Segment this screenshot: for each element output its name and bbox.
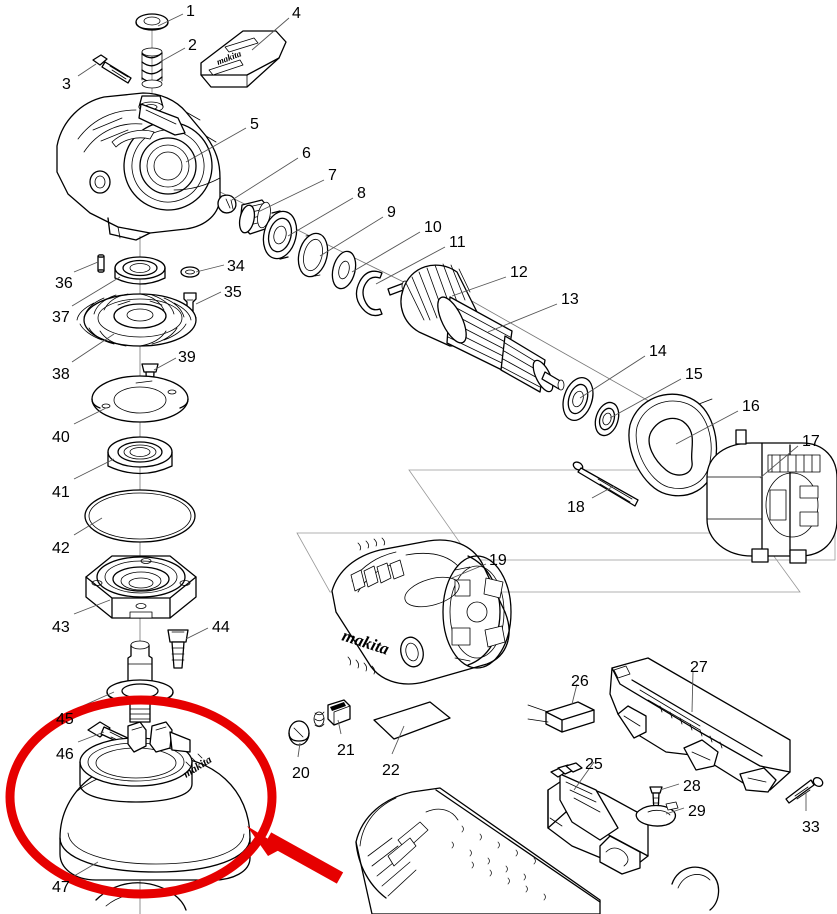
callout-number-26: 26 [571,673,589,690]
callout-number-35: 35 [224,284,242,301]
callout-number-8: 8 [357,185,366,202]
callout-number-27: 27 [690,659,708,676]
callout-number-40: 40 [52,429,70,446]
part-25-switch-assembly [547,762,649,875]
part-47-wheel-guard: makita [59,721,251,881]
part-44-hex-socket-head-bolt [167,629,189,669]
callout-number-22: 22 [382,762,400,779]
part-cord-fragment [671,866,720,911]
part-rear-housing-fragment [355,787,601,914]
part-9-bearing-spacer-ring [297,232,329,278]
part-42-rubber-ring-gasket [84,489,196,543]
callout-number-17: 17 [802,433,820,450]
callout-number-20: 20 [292,765,310,782]
part-21-carbon-brush-spring [313,699,351,728]
callout-number-12: 12 [510,264,528,281]
part-27-handle-cover [609,657,791,793]
part-2-compression-spring [141,47,163,89]
part-4-makita-nameplate-cover: makita [200,30,287,88]
part-8-ball-bearing-large [262,210,298,260]
callout-number-33: 33 [802,819,820,836]
part-40-bearing-retainer-plate [91,375,189,423]
callout-number-34: 34 [227,258,245,275]
callout-number-46: 46 [56,746,74,763]
part-7-bevel-pinion-gear [238,199,271,235]
callout-leader-lines [71,13,807,877]
callout-number-3: 3 [62,76,71,93]
part-36-spring-pin [97,253,105,273]
callout-number-28: 28 [683,778,701,795]
callout-number-38: 38 [52,366,70,383]
part-33-tapping-screw-handle [785,776,824,804]
callout-number-15: 15 [685,366,703,383]
callout-number-37: 37 [52,309,70,326]
part-10-flat-washer [331,250,357,290]
part-41-ball-bearing-spindle [107,436,173,475]
part-20-brush-holder-cap [288,720,310,746]
callout-number-19: 19 [489,552,507,569]
callout-number-36: 36 [55,275,73,292]
callout-number-47: 47 [52,879,70,896]
callout-number-44: 44 [212,619,230,636]
part-38-spiral-bevel-gear [76,293,197,347]
callout-number-25: 25 [585,756,603,773]
part-5-gear-housing [56,92,221,241]
highlight-ellipse [5,695,277,899]
callout-number-13: 13 [561,291,579,308]
part-45-spindle-shaft [106,640,174,723]
part-11-retaining-ring-c-clip [355,270,383,317]
part-34-o-ring [180,266,200,278]
part-37-ball-bearing-spindle-top [114,256,166,285]
callout-number-16: 16 [742,398,760,415]
part-12-13-armature [387,263,565,393]
part-14-ball-bearing-rear [562,376,594,422]
callout-number-18: 18 [567,499,585,516]
callout-number-2: 2 [188,37,197,54]
callout-number-45: 45 [56,711,74,728]
callout-number-41: 41 [52,484,70,501]
callout-number-4: 4 [292,5,301,22]
part-19-motor-housing: makita [331,537,512,685]
part-26-noise-suppressor [527,701,595,733]
callout-number-6: 6 [302,145,311,162]
part-17-field-stator [706,429,837,564]
part-22-insulation-sheet [373,701,451,740]
part-3-pan-head-screw-long [92,54,132,84]
callout-number-5: 5 [250,116,259,133]
pointer-arrow [247,826,344,884]
callout-number-29: 29 [688,803,706,820]
part-1-spindle-cap-washer [135,13,169,31]
callout-number-11: 11 [449,234,466,251]
callout-number-1: 1 [186,3,195,20]
callout-number-43: 43 [52,619,70,636]
part-6-retaining-clip [217,194,237,214]
callout-number-21: 21 [337,742,355,759]
callout-number-42: 42 [52,540,70,557]
part-43-bearing-box [85,555,197,619]
callout-number-39: 39 [178,349,196,366]
callout-number-9: 9 [387,204,396,221]
callout-number-14: 14 [649,343,667,360]
annotation-highlight [5,695,344,899]
callout-number-10: 10 [424,219,442,236]
part-15-ball-bearing-small [594,401,620,437]
part-29-switch-lever-plate [635,801,679,827]
callout-number-7: 7 [328,167,337,184]
part-18-tapping-screw-long [572,461,639,507]
